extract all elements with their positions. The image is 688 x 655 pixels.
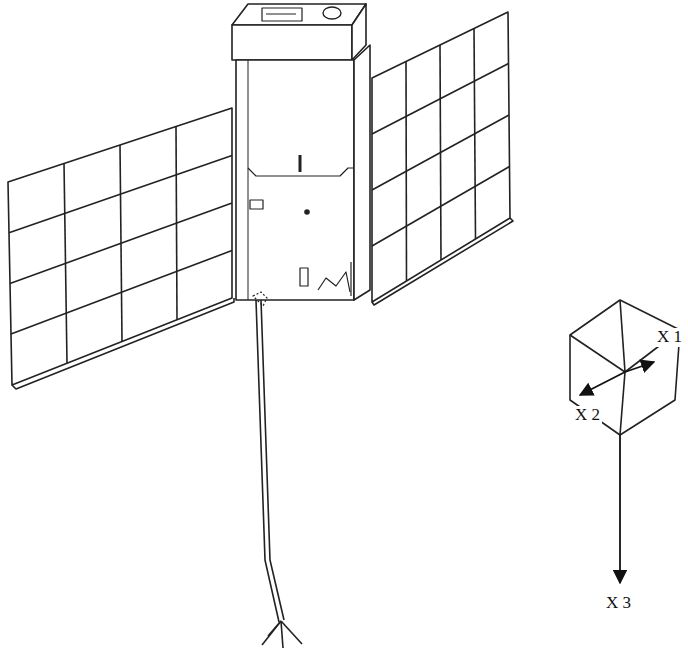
satellite-body [232, 4, 370, 300]
left-solar-panel [8, 108, 234, 389]
right-solar-panel [372, 12, 513, 305]
axis-label: X 2 [573, 406, 602, 425]
axis-label: X 1 [655, 328, 684, 347]
axis-arrows [580, 362, 654, 583]
axis-label: X 3 [604, 594, 633, 613]
magnetometer-boom [253, 292, 302, 648]
axis-cube [570, 300, 680, 435]
